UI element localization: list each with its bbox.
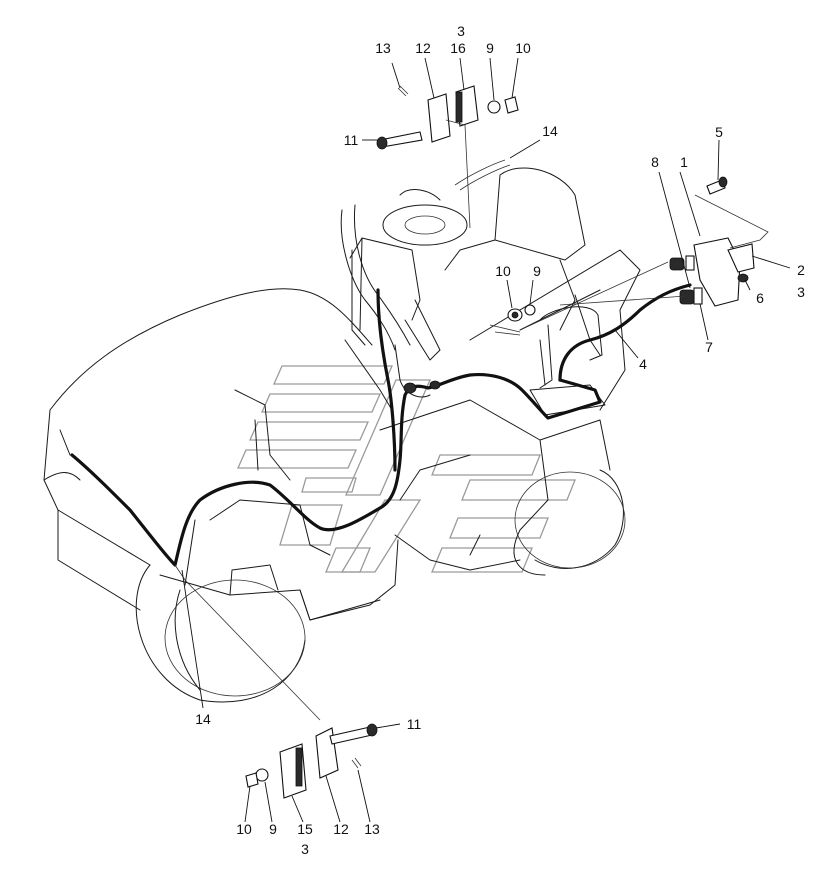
callout-10-bottom: 10 [236, 821, 252, 837]
callout-2: 2 [797, 262, 805, 278]
machine-outline [43, 167, 641, 703]
top-switch-assembly [376, 85, 519, 229]
callout-14-top: 14 [542, 123, 558, 139]
callout-5: 5 [715, 124, 723, 140]
callout-8: 8 [651, 154, 659, 170]
callout-10-top: 10 [515, 40, 531, 56]
callout-labels: 13 12 3 16 9 10 11 14 5 8 1 10 9 2 3 6 7… [195, 23, 805, 857]
callout-9-mid: 9 [533, 263, 541, 279]
bottom-switch-assembly [174, 564, 378, 799]
mid-fasteners [507, 304, 536, 322]
callout-9-bottom: 9 [269, 821, 277, 837]
callout-16-top: 16 [450, 40, 466, 56]
callout-1: 1 [680, 154, 688, 170]
callout-10-mid: 10 [495, 263, 511, 279]
callout-13-bottom: 13 [364, 821, 380, 837]
callout-3-bottom: 3 [301, 841, 309, 857]
callout-4: 4 [639, 356, 647, 372]
callout-12-top: 12 [415, 40, 431, 56]
wiring-harness [70, 283, 692, 567]
callout-12-bottom: 12 [333, 821, 349, 837]
callout-3-top: 3 [457, 23, 465, 39]
callout-6: 6 [756, 290, 764, 306]
leader-lines [181, 57, 791, 823]
right-switch-assembly [519, 176, 769, 331]
callout-3-right: 3 [797, 284, 805, 300]
callout-15: 15 [297, 821, 313, 837]
callout-7: 7 [705, 339, 713, 355]
callout-14-bottom: 14 [195, 711, 211, 727]
watermark-logo [236, 365, 576, 573]
callout-11-top: 11 [344, 132, 359, 148]
callout-9-top: 9 [486, 40, 494, 56]
callout-13-top: 13 [375, 40, 391, 56]
callout-11-bottom: 11 [407, 716, 422, 732]
